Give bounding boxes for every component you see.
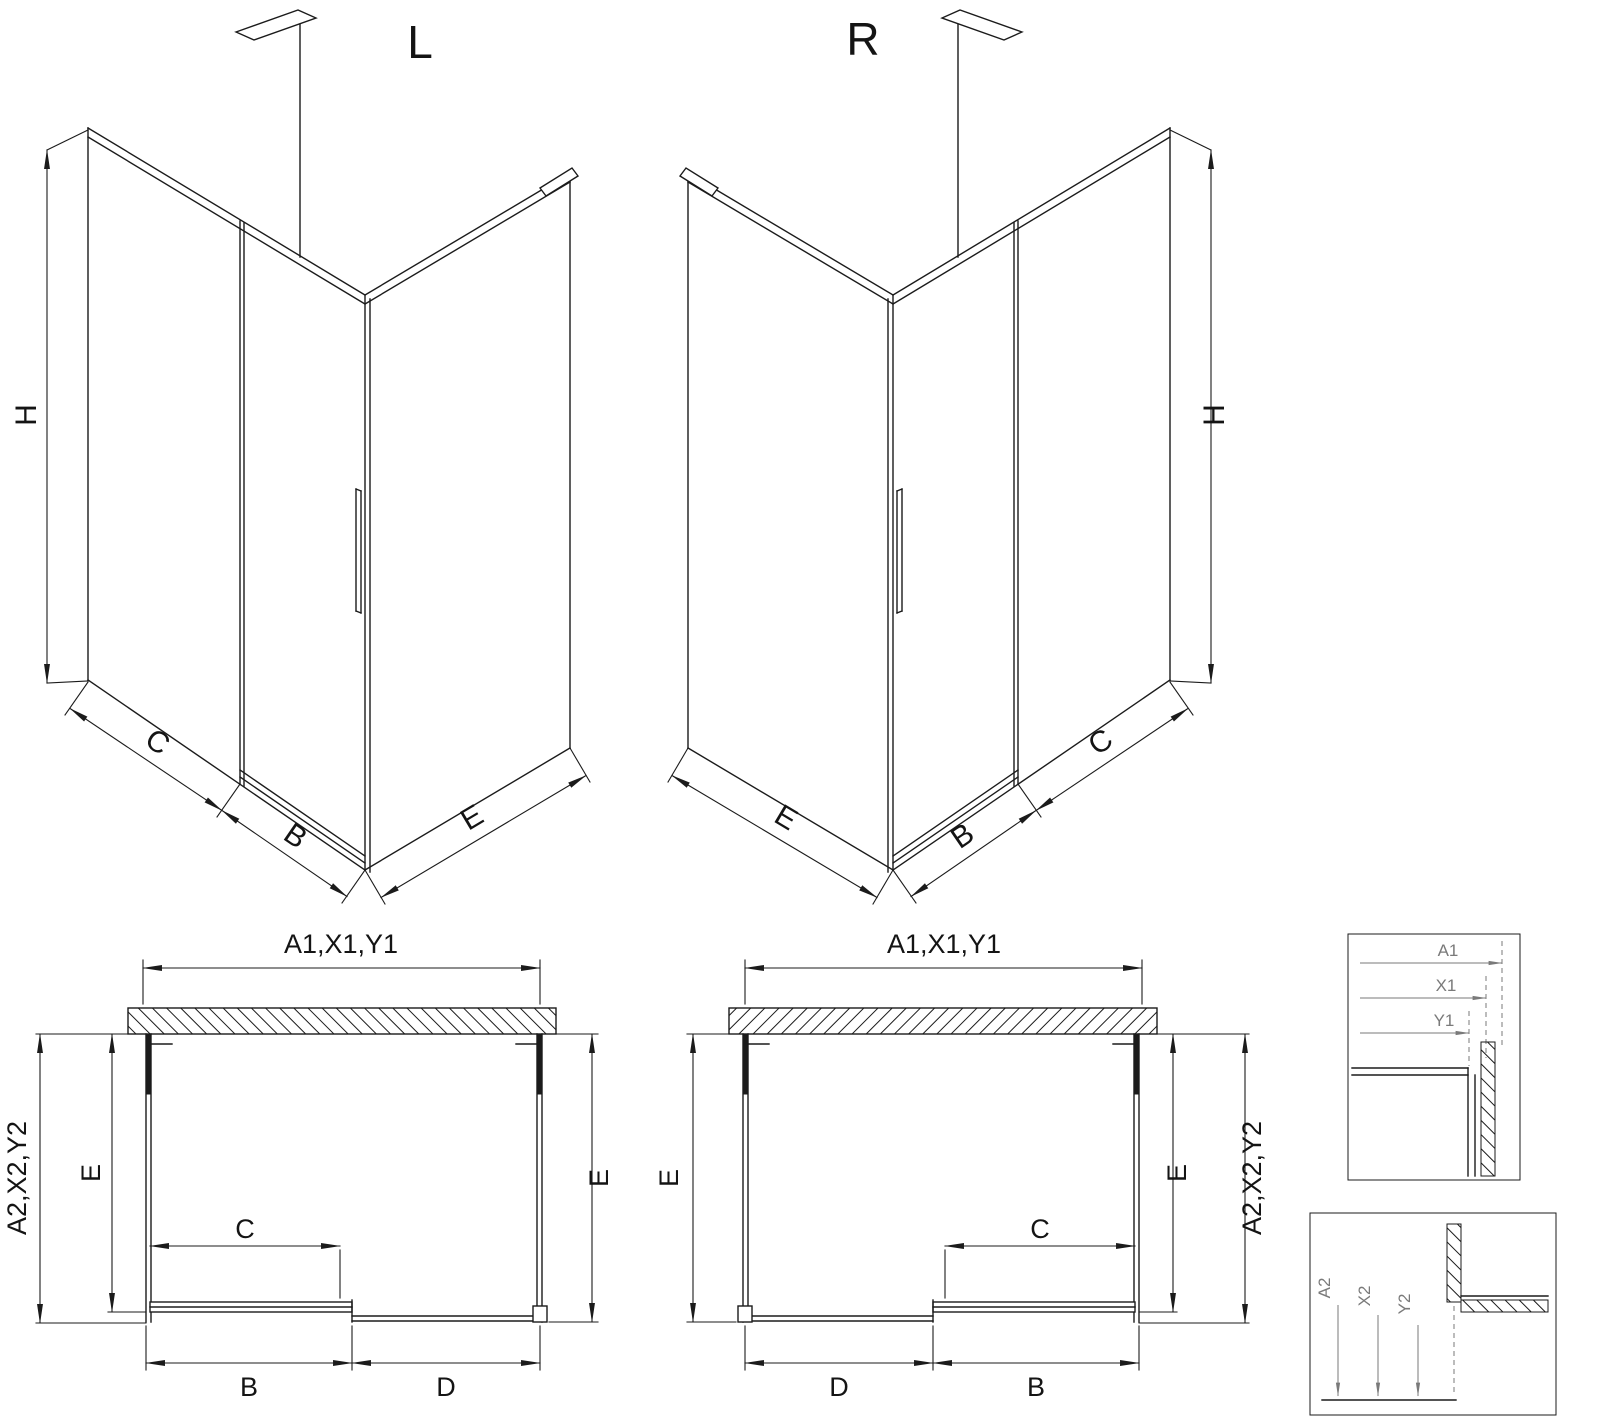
dim-label-b-plan-right: B	[1027, 1372, 1045, 1402]
view-title-left: L	[407, 16, 433, 68]
detail-bottom-frame	[1309, 1212, 1557, 1416]
dim-label-d-plan-left: D	[436, 1372, 456, 1402]
dim-label-c-plan-left: C	[235, 1214, 255, 1244]
dim-label-c-plan-right: C	[1030, 1214, 1050, 1244]
dim-label-e-inner-right: E	[584, 1169, 614, 1187]
dim-label-b-plan-left: B	[240, 1372, 258, 1402]
plan-view-left: A1,X1,Y1 A2,X2,Y2 E E C B D	[2, 929, 614, 1402]
detail-view-top: A1 X1 Y1	[1347, 933, 1521, 1181]
detail-bottom-dim-lines	[1335, 1305, 1455, 1397]
dim-label-h-right: H	[1198, 404, 1231, 426]
dim-label-e-inner-left: E	[76, 1164, 106, 1182]
dim-label-a2x2y2-right: A2,X2,Y2	[1237, 1121, 1267, 1235]
dim-label-a1x1y1-right: A1,X1,Y1	[887, 929, 1001, 959]
detail-top-dim-lines	[1360, 941, 1503, 1066]
detail-label-y2: Y2	[1395, 1294, 1414, 1315]
detail-view-bottom: A2 X2 Y2	[1309, 1212, 1557, 1416]
detail-label-y1: Y1	[1434, 1011, 1455, 1030]
detail-label-a1: A1	[1438, 941, 1459, 960]
dim-label-a2x2y2-left: A2,X2,Y2	[2, 1121, 32, 1235]
dim-label-d-plan-right: D	[829, 1372, 849, 1402]
dim-label-h-left: H	[10, 404, 43, 426]
view-title-right: R	[846, 13, 879, 65]
detail-top-profile	[1351, 1041, 1496, 1177]
detail-label-x1: X1	[1436, 976, 1457, 995]
dim-label-a1x1y1-left: A1,X1,Y1	[284, 929, 398, 959]
dim-label-e-inner-right-r: E	[1162, 1164, 1192, 1182]
detail-label-a2: A2	[1315, 1278, 1334, 1299]
plan-view-right: A1,X1,Y1 A2,X2,Y2 E E C D B	[654, 929, 1267, 1402]
dim-label-e-inner-left-r: E	[654, 1169, 684, 1187]
detail-label-x2: X2	[1355, 1286, 1374, 1307]
detail-bottom-profile	[1321, 1223, 1549, 1401]
